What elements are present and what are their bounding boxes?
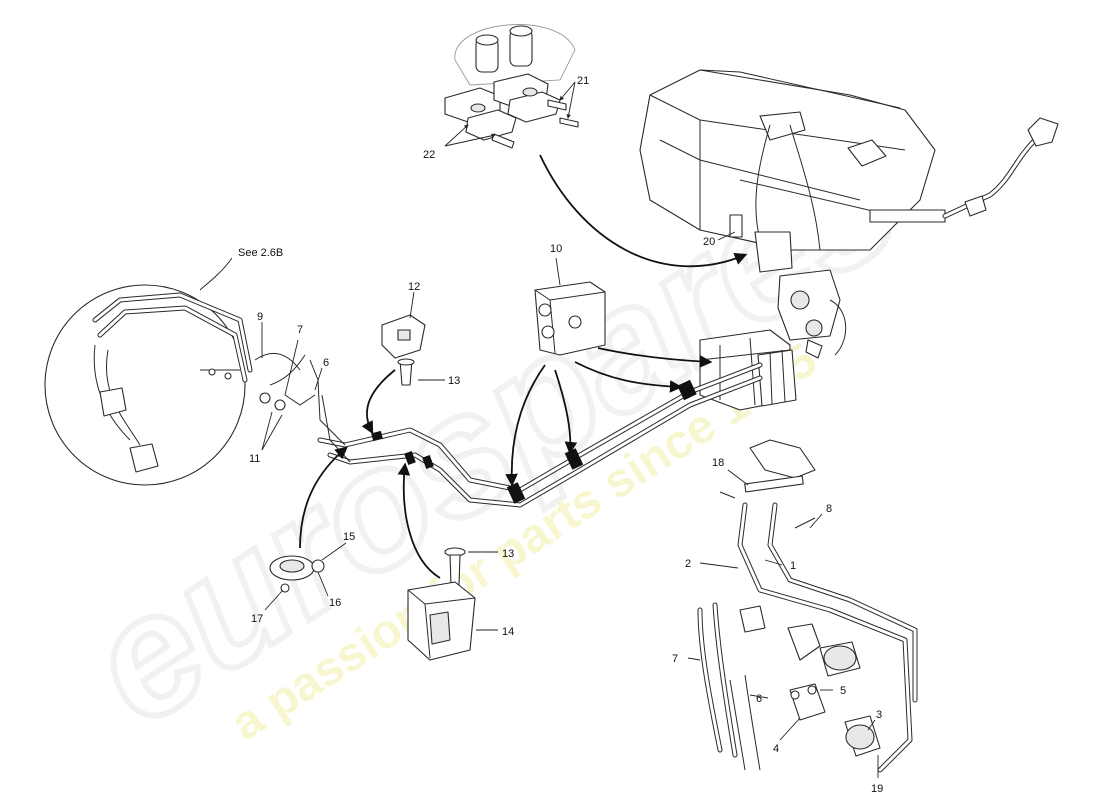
see-reference-label: See 2.6B <box>238 247 283 259</box>
part-10-block <box>534 281 606 356</box>
callout-6-lower: 6 <box>756 693 762 705</box>
callout-7-lower: 7 <box>672 653 678 665</box>
part-14-clip <box>407 547 476 661</box>
callout-4: 4 <box>773 743 779 755</box>
callout-19: 19 <box>871 783 883 795</box>
leader-lines <box>199 81 879 778</box>
callout-3: 3 <box>876 709 882 721</box>
callout-13-upper: 13 <box>448 375 460 387</box>
loose-pipes <box>254 352 316 411</box>
callout-1: 1 <box>790 560 796 572</box>
callout-9: 9 <box>257 311 263 323</box>
callout-8: 8 <box>826 503 832 515</box>
callout-21: 21 <box>577 75 589 87</box>
callout-22: 22 <box>423 149 435 161</box>
callout-17: 17 <box>251 613 263 625</box>
fuel-lines <box>309 359 763 508</box>
arrows <box>299 154 748 579</box>
filler-bracket-assembly <box>444 24 579 149</box>
callout-11: 11 <box>249 453 260 465</box>
callout-6-upper: 6 <box>323 357 329 369</box>
callout-10: 10 <box>550 243 562 255</box>
callout-13-lower: 13 <box>502 548 514 560</box>
callout-14: 14 <box>502 626 514 638</box>
lower-fuel-hoses <box>697 439 918 773</box>
fuel-tank <box>639 69 1059 273</box>
callout-15: 15 <box>343 531 355 543</box>
detail-circle <box>44 284 253 486</box>
callout-2: 2 <box>685 558 691 570</box>
part-12-clamp <box>381 314 426 386</box>
callout-7-upper: 7 <box>297 324 303 336</box>
callout-20: 20 <box>703 236 715 248</box>
callout-5: 5 <box>840 685 846 697</box>
callout-labels: 21 22 20 10 12 13 9 7 6 11 15 16 17 13 1… <box>238 75 883 795</box>
callout-16: 16 <box>329 597 341 609</box>
callout-18: 18 <box>712 457 724 469</box>
callout-12: 12 <box>408 281 420 293</box>
